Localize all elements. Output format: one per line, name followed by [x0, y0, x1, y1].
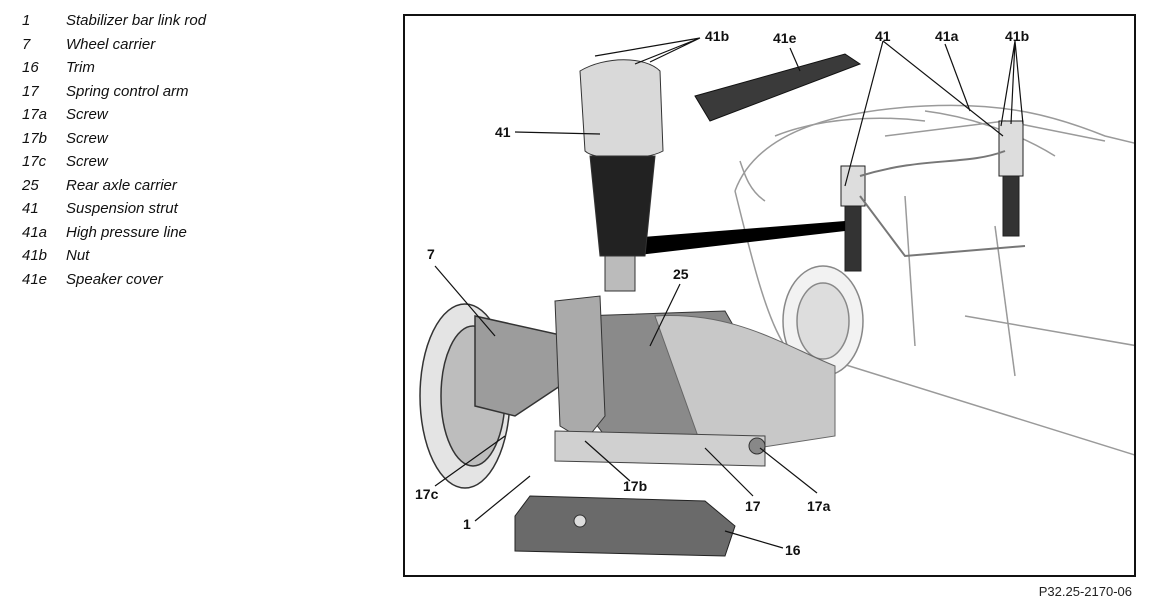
callout-17: 17 — [745, 498, 761, 514]
spring-control-arm — [554, 430, 766, 467]
legend-number: 41a — [22, 223, 48, 241]
callout-16: 16 — [785, 542, 801, 558]
figure-id: P32.25-2170-06 — [1038, 584, 1132, 599]
legend-item: 41 Suspension strut — [22, 197, 206, 221]
callout-25: 25 — [673, 266, 689, 282]
legend-label: Trim — [66, 59, 95, 77]
upper-link — [554, 295, 606, 442]
legend-label: Rear axle carrier — [66, 176, 177, 194]
legend-item: 41a High pressure line — [22, 221, 206, 245]
legend-item: 17c Screw — [22, 150, 206, 174]
diagram-artwork — [419, 37, 1134, 557]
legend-item: 1 Stabilizer bar link rod — [22, 9, 206, 33]
legend-label: High pressure line — [66, 223, 187, 241]
legend-item: 16 Trim — [22, 56, 206, 80]
callout-41-top: 41 — [875, 28, 891, 44]
trim-piece — [514, 495, 736, 557]
legend-number: 25 — [22, 176, 39, 194]
legend-item: 17a Screw — [22, 103, 206, 127]
trim-hole — [573, 514, 587, 528]
legend-number: 41e — [22, 270, 48, 288]
legend-item: 17b Screw — [22, 127, 206, 151]
vehicle-wheel — [782, 265, 864, 377]
legend-label: Screw — [66, 106, 108, 124]
legend-label: Stabilizer bar link rod — [66, 12, 207, 30]
screw-17a — [748, 437, 766, 455]
legend-label: Suspension strut — [66, 200, 178, 218]
legend-label: Spring control arm — [66, 82, 189, 100]
callout-17a: 17a — [807, 498, 831, 514]
legend-number: 41 — [22, 200, 39, 218]
legend-label: Speaker cover — [66, 270, 163, 288]
legend-number: 16 — [22, 59, 39, 77]
legend-label: Screw — [66, 153, 108, 171]
legend-label: Nut — [66, 247, 90, 265]
callout-41e: 41e — [773, 30, 797, 46]
callout-1: 1 — [463, 516, 471, 532]
callout-41b-left: 41b — [705, 28, 730, 44]
legend-item: 41e Speaker cover — [22, 268, 206, 292]
vehicle-struts — [840, 120, 1024, 272]
rear-suspension-diagram: 41b 41e 41 41a 41b 41 7 25 17c 1 17b 17 … — [403, 14, 1136, 577]
legend-number: 41b — [22, 247, 48, 265]
callout-7: 7 — [427, 246, 435, 262]
callout-41b-right: 41b — [1005, 28, 1030, 44]
legend-number: 17b — [22, 129, 48, 147]
leader-lines — [434, 37, 1024, 549]
legend-item: 25 Rear axle carrier — [22, 174, 206, 198]
legend-number: 17 — [22, 82, 39, 100]
legend-number: 7 — [22, 35, 31, 53]
suspension-strut — [579, 59, 664, 292]
legend-item: 17 Spring control arm — [22, 80, 206, 104]
callout-17b: 17b — [623, 478, 648, 494]
callout-41-strut: 41 — [495, 124, 511, 140]
zoom-wedge — [630, 221, 845, 256]
legend-number: 17a — [22, 106, 48, 124]
axle-tube — [654, 315, 836, 457]
speaker-cover — [694, 53, 862, 122]
wheel-carrier — [419, 303, 576, 489]
legend-number: 17c — [22, 153, 47, 171]
high-pressure-line — [859, 150, 1026, 258]
legend-label: Screw — [66, 129, 108, 147]
callout-41a: 41a — [935, 28, 959, 44]
legend-number: 1 — [22, 12, 31, 30]
callout-17c: 17c — [415, 486, 439, 502]
legend-label: Wheel carrier — [66, 35, 156, 53]
legend-item: 7 Wheel carrier — [22, 33, 206, 57]
legend-item: 41b Nut — [22, 244, 206, 268]
